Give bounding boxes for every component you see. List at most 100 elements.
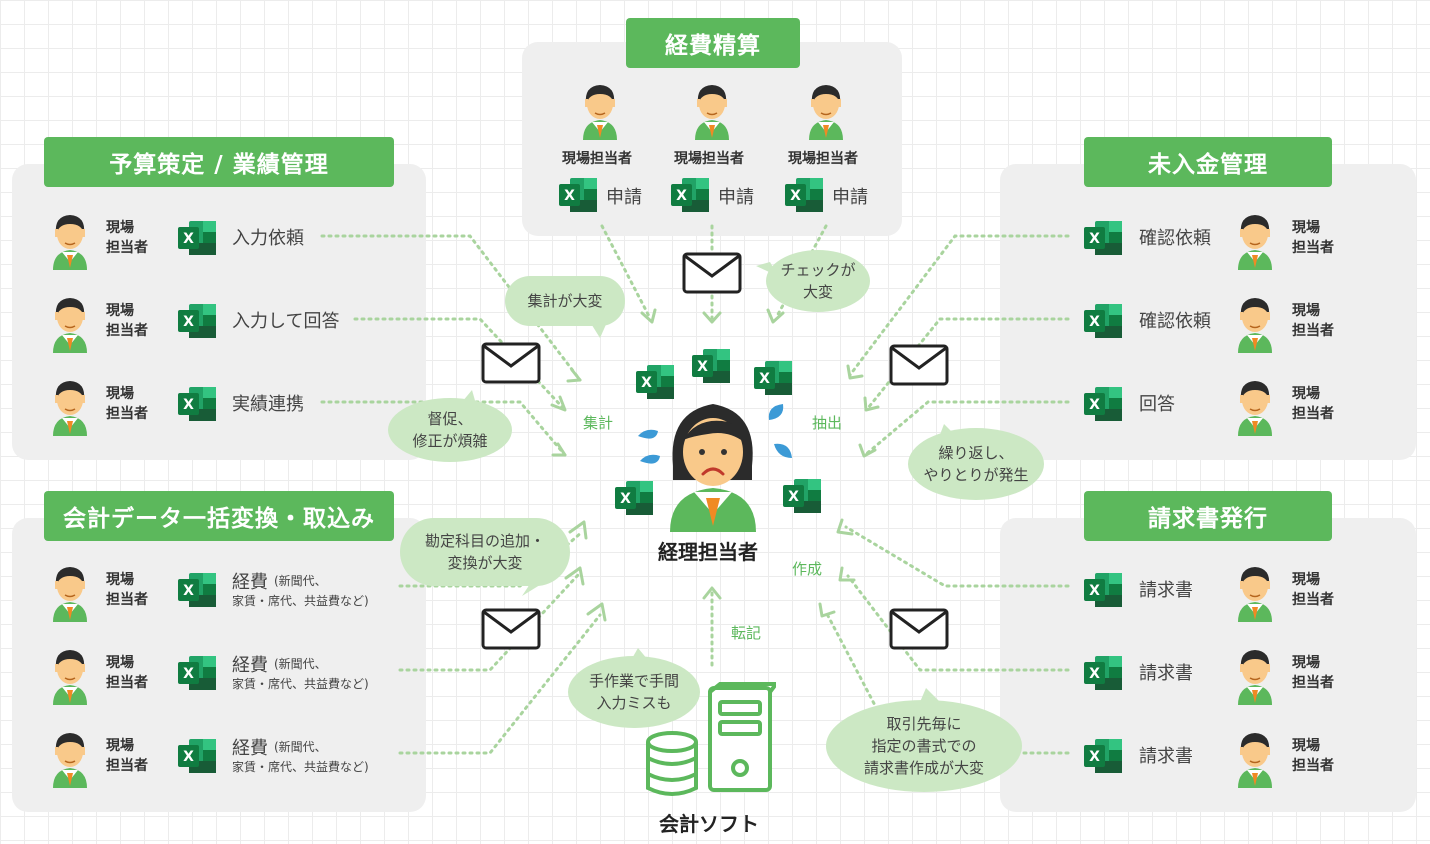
excel-icon: X (692, 349, 730, 383)
svg-text:X: X (620, 491, 631, 507)
sweat-drop-icon (638, 429, 658, 439)
person-icon (1238, 298, 1272, 353)
svg-text:X: X (759, 371, 770, 387)
envelope-icon (889, 608, 949, 650)
svg-text:X: X (1089, 397, 1100, 413)
expense-item: 申請 (832, 187, 868, 208)
invoice-panel (1000, 518, 1416, 812)
person-label-line1: 現場 (1292, 572, 1320, 588)
excel-icon: X (783, 479, 821, 513)
excel-icon: X (178, 387, 216, 421)
person-label-line1: 現場 (106, 220, 134, 236)
person-icon (583, 85, 617, 140)
excel-icon: X (1084, 739, 1122, 773)
excel-icon: X (178, 573, 216, 607)
person-label-line1: 現場 (1292, 386, 1320, 402)
person-label-line2: 担当者 (1292, 406, 1334, 422)
person-label-line2: 担当者 (1292, 758, 1334, 774)
person-icon (1238, 215, 1272, 270)
sweat-drop-icon (640, 454, 660, 464)
person-label: 現場担当者 (674, 151, 744, 167)
svg-text:X: X (183, 397, 194, 413)
svg-text:X: X (183, 583, 194, 599)
excel-icon: X (178, 656, 216, 690)
envelope-icon (682, 252, 742, 294)
person-icon (53, 298, 87, 353)
excel-icon: X (1084, 387, 1122, 421)
sweat-drop-icon (768, 404, 784, 420)
person-icon (1238, 733, 1272, 788)
excel-icon: X (178, 221, 216, 255)
accounting-item-main: 経費 (232, 738, 268, 759)
svg-text:X: X (1089, 583, 1100, 599)
person-label-line2: 担当者 (106, 240, 148, 256)
software-label: 会計ソフト (659, 812, 759, 836)
accounting-item-sub2: 家賃・席代、共益費など) (232, 760, 369, 774)
worried-person-icon (670, 404, 756, 532)
bubble-reminder: 督促、修正が煩雑 (388, 398, 512, 462)
accounting-item-sub1: (新聞代、 (274, 574, 327, 588)
excel-icon: X (1084, 656, 1122, 690)
excel-icon: X (559, 178, 597, 212)
bubble-manual: 手作業で手間入力ミスも (568, 656, 700, 728)
person-label-line2: 担当者 (1292, 323, 1334, 339)
person-icon (53, 567, 87, 622)
svg-text:X: X (788, 489, 799, 505)
svg-text:X: X (183, 231, 194, 247)
accounting-item-sub2: 家賃・席代、共益費など) (232, 677, 369, 691)
person-label-line1: 現場 (106, 303, 134, 319)
svg-text:X: X (676, 188, 687, 204)
person-label-line1: 現場 (106, 738, 134, 754)
excel-icon: X (1084, 304, 1122, 338)
budget-item: 実績連携 (232, 394, 304, 415)
accounting-import-title: 会計データ一括変換・取込み (44, 491, 394, 541)
person-label: 現場担当者 (562, 151, 632, 167)
person-label-line1: 現場 (1292, 738, 1320, 754)
bubble-format: 取引先毎に指定の書式での請求書作成が大変 (826, 700, 1022, 792)
svg-text:X: X (641, 375, 652, 391)
receivable-item: 確認依頼 (1139, 311, 1211, 332)
sweat-drop-icon (774, 443, 792, 458)
excel-icon: X (1084, 221, 1122, 255)
bubble-check-hard: チェックが大変 (766, 250, 870, 312)
svg-text:X: X (564, 188, 575, 204)
invoice-title: 請求書発行 (1084, 491, 1332, 541)
expense-item: 申請 (718, 187, 754, 208)
excel-icon: X (785, 178, 823, 212)
budget-item: 入力依頼 (232, 228, 304, 249)
person-icon (1238, 650, 1272, 705)
expense-item: 申請 (606, 187, 642, 208)
excel-icon: X (178, 739, 216, 773)
envelope-icon (481, 608, 541, 650)
person-label-line2: 担当者 (106, 406, 148, 422)
excel-icon: X (178, 304, 216, 338)
receivable-item: 回答 (1139, 394, 1175, 415)
person-label-line2: 担当者 (106, 675, 148, 691)
person-label-line1: 現場 (106, 572, 134, 588)
expense-title: 経費精算 (626, 18, 800, 68)
person-label-line2: 担当者 (106, 323, 148, 339)
bubble-aggregation-hard: 集計が大変 (505, 276, 625, 326)
svg-text:X: X (183, 666, 194, 682)
person-label-line2: 担当者 (1292, 240, 1334, 256)
person-icon (809, 85, 843, 140)
person-icon (695, 85, 729, 140)
person-icon (53, 650, 87, 705)
budget-item: 入力して回答 (232, 311, 340, 332)
flow-label-extract: 抽出 (812, 414, 843, 432)
excel-icon: X (615, 481, 653, 515)
svg-text:X: X (790, 188, 801, 204)
svg-text:X: X (1089, 666, 1100, 682)
budget-title: 予算策定 / 業績管理 (44, 137, 394, 187)
svg-text:X: X (183, 749, 194, 765)
invoice-item: 請求書 (1139, 580, 1193, 601)
accountant-label: 経理担当者 (658, 540, 758, 564)
accounting-item-sub2: 家賃・席代、共益費など) (232, 594, 369, 608)
svg-text:X: X (1089, 231, 1100, 247)
person-label-line1: 現場 (1292, 220, 1320, 236)
excel-icon: X (636, 365, 674, 399)
svg-text:X: X (183, 314, 194, 330)
receivable-item: 確認依頼 (1139, 228, 1211, 249)
person-label-line2: 担当者 (1292, 675, 1334, 691)
excel-icon: X (1084, 573, 1122, 607)
